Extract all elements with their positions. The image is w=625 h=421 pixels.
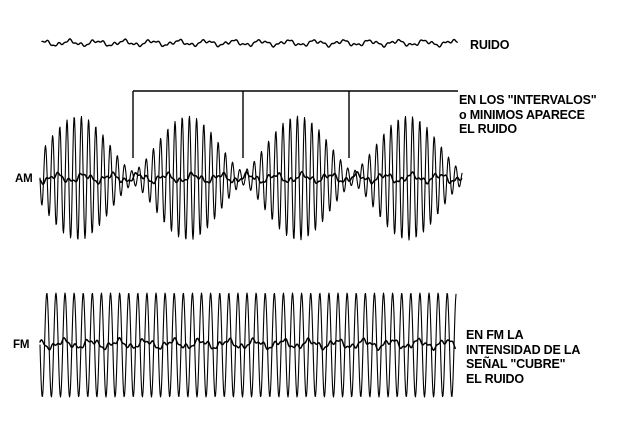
fm-note-line: EN FM LA xyxy=(466,328,524,342)
am-noise-waveform xyxy=(39,170,463,186)
fm-note-line: SEÑAL "CUBRE" xyxy=(466,357,566,371)
am-note-line: o MINIMOS APARECE xyxy=(459,107,585,122)
fm-note: EN FM LA INTENSIDAD DE LA SEÑAL "CUBRE" … xyxy=(466,328,580,386)
minimum-pointer-bracket xyxy=(132,90,458,158)
fm-carrier-waveform xyxy=(39,292,457,398)
am-note: EN LOS "INTERVALOS" o MINIMOS APARECE EL… xyxy=(459,93,597,137)
fm-label: FM xyxy=(13,339,30,351)
fm-noise-waveform xyxy=(39,336,456,352)
fm-note-line: EL RUIDO xyxy=(466,371,524,386)
noise-label: RUIDO xyxy=(470,38,510,52)
noise-waveform xyxy=(41,38,458,48)
am-note-line: EN LOS "INTERVALOS" xyxy=(459,93,597,107)
am-note-line: EL RUIDO xyxy=(459,122,517,136)
fm-note-line: INTENSIDAD DE LA xyxy=(466,342,581,357)
am-carrier-waveform xyxy=(39,115,463,241)
am-label: AM xyxy=(15,173,33,185)
